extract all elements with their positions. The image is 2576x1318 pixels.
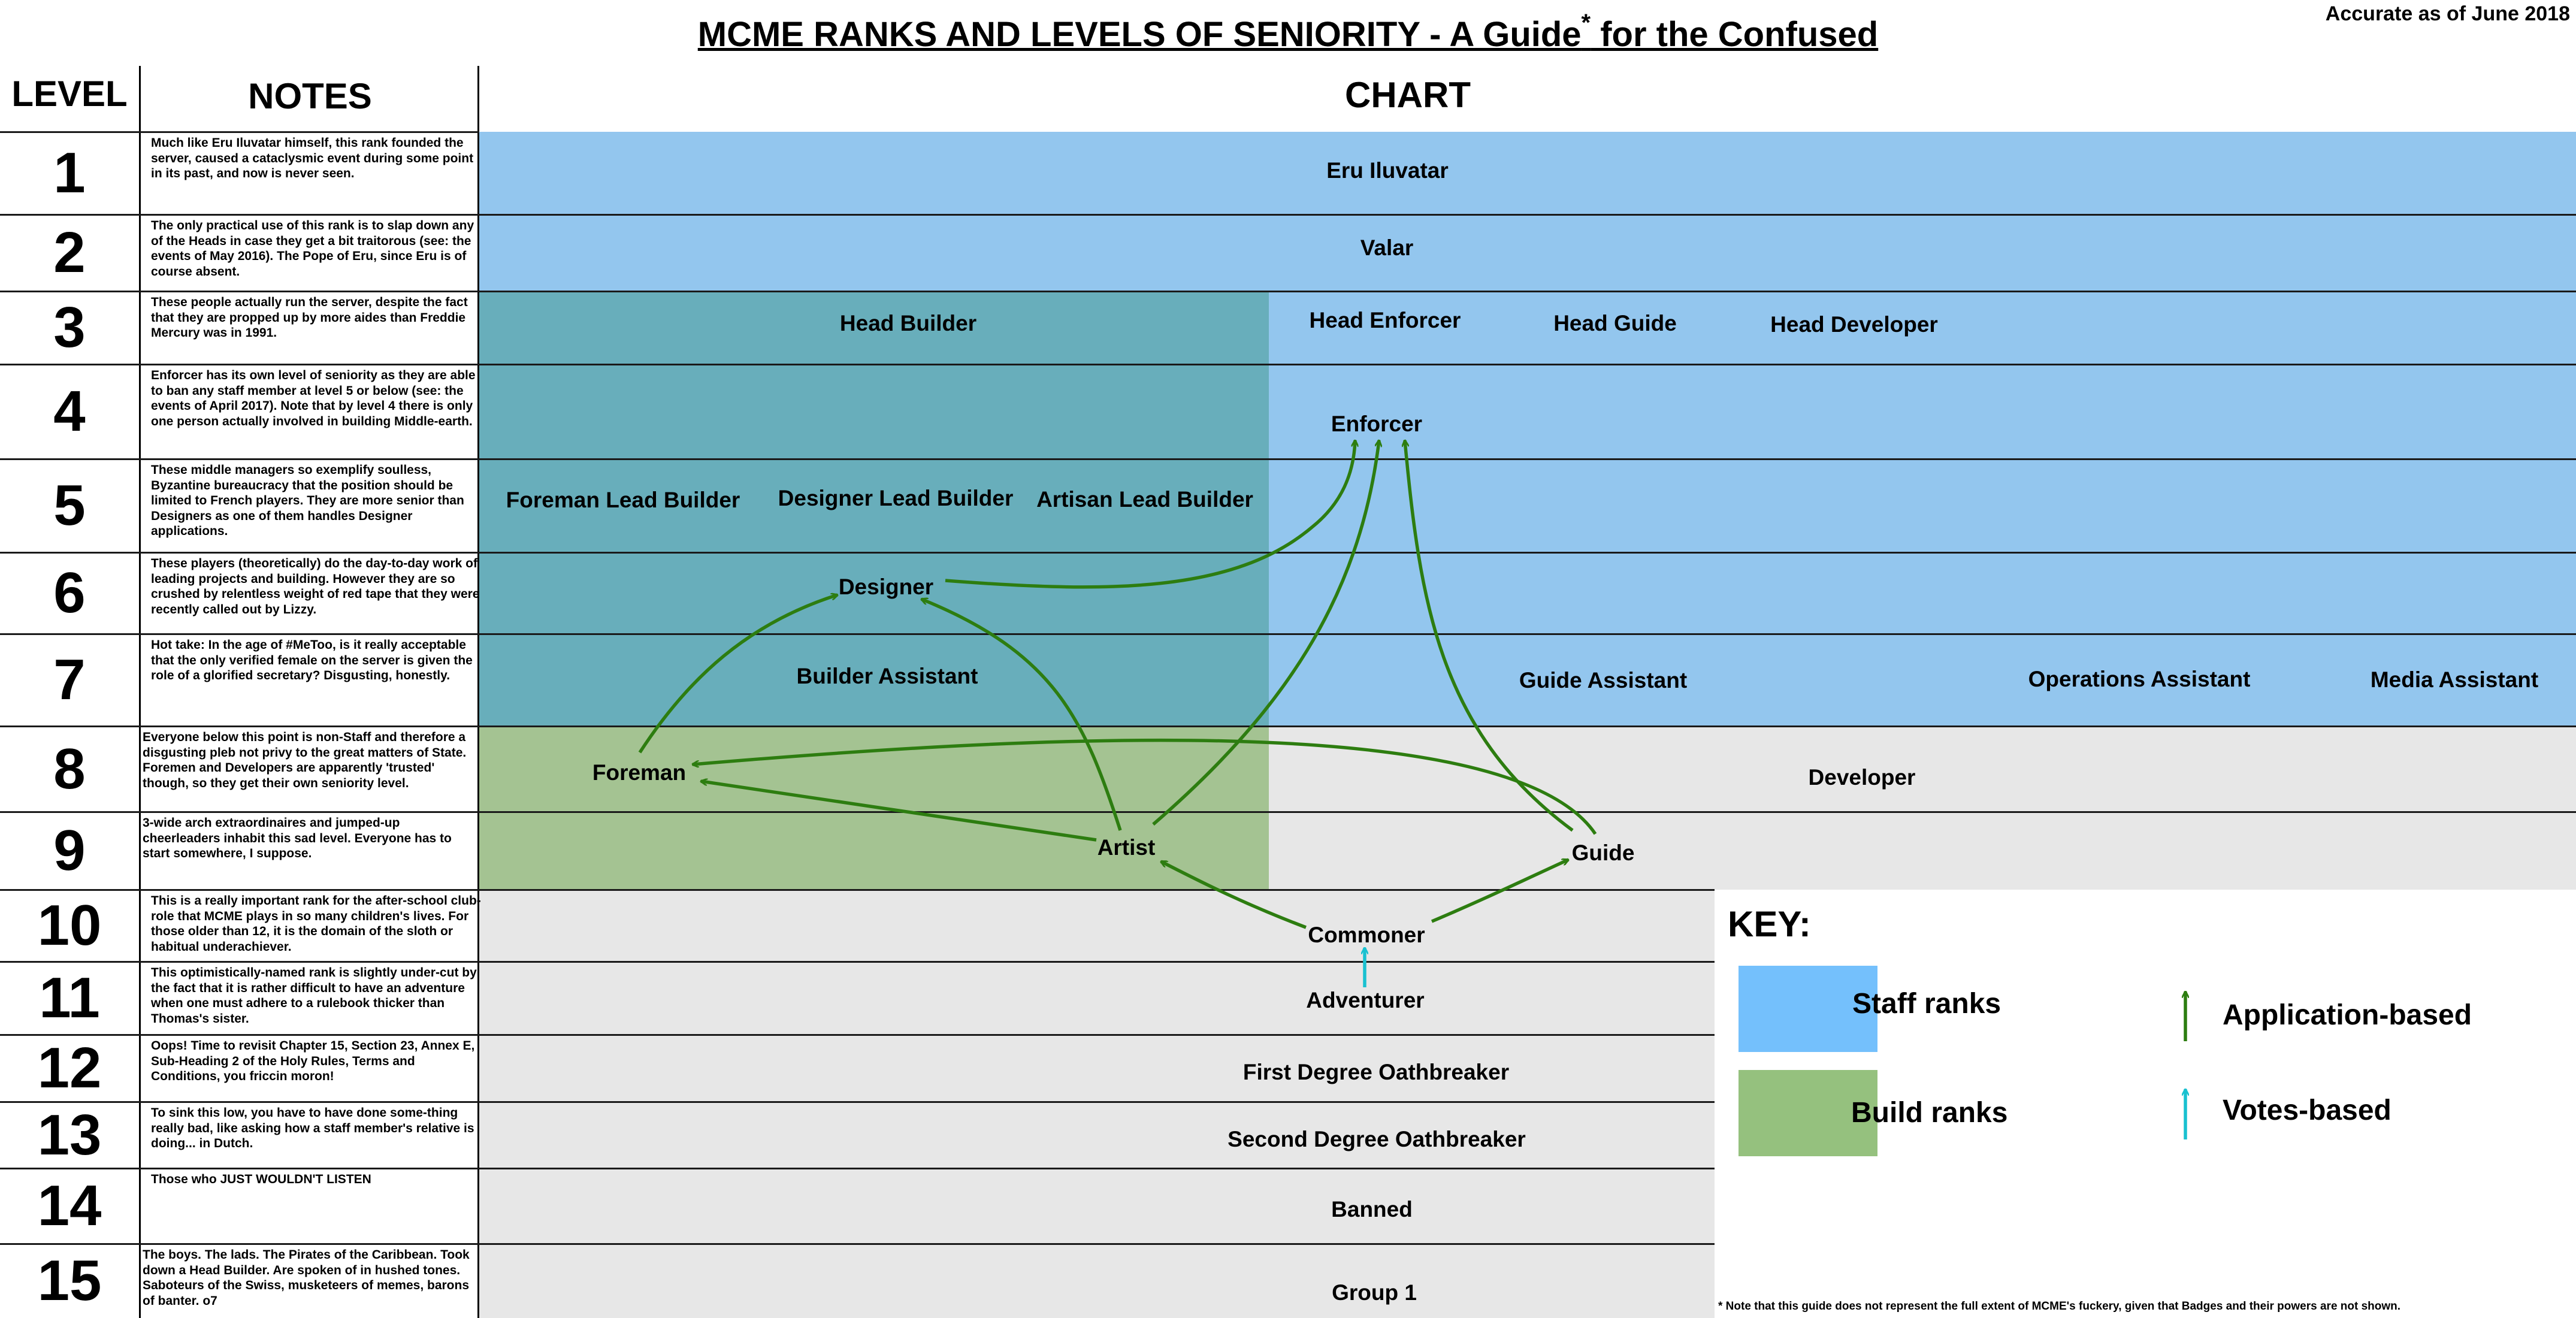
staff-ranks-swatch [1739, 966, 1877, 1052]
build-ranks-label: Build ranks [1851, 1097, 2008, 1129]
column-divider [139, 66, 141, 1318]
rank-media-assistant: Media Assistant [2370, 667, 2539, 692]
row-divider [0, 458, 2576, 460]
level-note: The boys. The lads. The Pirates of the C… [143, 1248, 470, 1308]
level-number: 4 [53, 379, 86, 443]
rank-head-developer: Head Developer [1770, 312, 1938, 337]
row-divider [0, 291, 2576, 292]
level-note: These middle managers so exemplify soull… [151, 463, 464, 539]
chart-column-header: CHART [1345, 75, 1471, 115]
level-note: These people actually run the server, de… [151, 295, 468, 340]
rank-adventurer: Adventurer [1306, 988, 1425, 1012]
key-title: KEY: [1728, 904, 1811, 944]
row-divider [0, 889, 1715, 891]
rank-foreman-lead-builder: Foreman Lead Builder [506, 488, 740, 512]
level-note: The only practical use of this rank is t… [151, 219, 474, 279]
level-number: 15 [37, 1249, 102, 1313]
arrow-artist-to-enforcer [1152, 440, 1379, 826]
column-divider [477, 66, 479, 1318]
rank-artist: Artist [1097, 835, 1156, 860]
rank-builder-assistant: Builder Assistant [796, 664, 978, 688]
arrow-artist-to-foreman [701, 781, 1097, 842]
row-divider [0, 1243, 1715, 1245]
row-divider [0, 725, 2576, 727]
rank-head-enforcer: Head Enforcer [1309, 308, 1461, 332]
arrow-commoner-to-guide [1431, 858, 1568, 923]
rank-artisan-lead-builder: Artisan Lead Builder [1036, 487, 1253, 512]
row-divider [0, 214, 2576, 216]
staff-ranks-label: Staff ranks [1852, 988, 2001, 1020]
rank-head-guide: Head Guide [1553, 311, 1677, 335]
rank-operations-assistant: Operations Assistant [2028, 667, 2251, 691]
level-note: Enforcer has its own level of seniority … [151, 368, 476, 428]
level-number: 3 [53, 295, 86, 359]
arrow-commoner-to-artist [1161, 860, 1307, 929]
level-note: 3-wide arch extraordinaires and jumped-u… [143, 816, 452, 861]
header-divider [0, 131, 479, 133]
rank-head-builder: Head Builder [839, 311, 977, 335]
rank-designer: Designer [838, 575, 934, 599]
build-ranks-swatch [1739, 1070, 1877, 1156]
row-divider [0, 633, 2576, 635]
rank-designer-lead-builder: Designer Lead Builder [778, 486, 1014, 510]
level-number: 9 [53, 818, 86, 882]
level-note: This is a really important rank for the … [151, 894, 481, 954]
level-column-header: LEVEL [11, 74, 128, 114]
level-number: 8 [53, 736, 86, 801]
level-note: Everyone below this point is non-Staff a… [143, 730, 467, 790]
votes-based-label: Votes-based [2223, 1095, 2391, 1126]
level-note: Much like Eru Iluvatar himself, this ran… [151, 136, 474, 181]
row-divider [0, 961, 1715, 963]
rank-group-1: Group 1 [1332, 1280, 1417, 1305]
level-number: 7 [53, 648, 86, 712]
row-divider [0, 1168, 1715, 1169]
level-number: 14 [37, 1174, 102, 1238]
rank-eru-iluvatar: Eru Iluvatar [1326, 158, 1449, 183]
rank-valar: Valar [1360, 235, 1414, 260]
level-number: 1 [53, 141, 86, 205]
level-note: This optimistically-named rank is slight… [151, 966, 477, 1026]
arrow-foreman-to-designer [638, 595, 837, 754]
row-divider [0, 552, 2576, 554]
level-number: 12 [37, 1036, 102, 1100]
title-asterisk: * [1581, 9, 1591, 36]
rank-enforcer: Enforcer [1331, 412, 1423, 436]
rank-guide-assistant: Guide Assistant [1519, 668, 1688, 693]
level-number: 13 [37, 1102, 102, 1167]
row-divider [0, 811, 2576, 813]
row-divider [0, 364, 2576, 365]
footnote: * Note that this guide does not represen… [1718, 1300, 2401, 1313]
level-note: Hot take: In the age of #MeToo, is it re… [151, 638, 473, 683]
rank-guide: Guide [1571, 841, 1635, 865]
row-divider [0, 1101, 1715, 1103]
level-number: 10 [37, 893, 102, 957]
arrow-guide-to-foreman [693, 738, 1597, 835]
level-number: 11 [39, 966, 100, 1030]
level-note: Oops! Time to revisit Chapter 15, Sectio… [151, 1039, 475, 1084]
application-based-label: Application-based [2223, 999, 2472, 1031]
level-note: To sink this low, you have to have done … [151, 1106, 474, 1151]
notes-column-header: NOTES [248, 76, 372, 116]
arrow-artist-to-designer [921, 599, 1122, 831]
nonstaff-band-upper [1269, 726, 2576, 890]
rank-banned: Banned [1331, 1197, 1413, 1222]
level-number: 5 [53, 473, 86, 537]
arrow-guide-to-enforcer [1405, 440, 1574, 832]
level-note: These players (theoretically) do the day… [151, 557, 480, 616]
level-number: 6 [53, 561, 86, 625]
arrow-designer-to-enforcer [945, 440, 1355, 589]
page-title: MCME RANKS AND LEVELS OF SENIORITY - A G… [697, 9, 1879, 54]
accuracy-date: Accurate as of June 2018 [2325, 2, 2570, 25]
rank-second-degree-oathbreaker: Second Degree Oathbreaker [1227, 1127, 1526, 1151]
rank-commoner: Commoner [1308, 923, 1425, 947]
rank-first-degree-oathbreaker: First Degree Oathbreaker [1242, 1060, 1510, 1084]
level-number: 2 [53, 220, 86, 285]
level-note: Those who JUST WOULDN'T LISTEN [151, 1172, 371, 1186]
row-divider [0, 1034, 1715, 1036]
rank-foreman: Foreman [592, 760, 687, 785]
rank-developer: Developer [1808, 765, 1916, 790]
